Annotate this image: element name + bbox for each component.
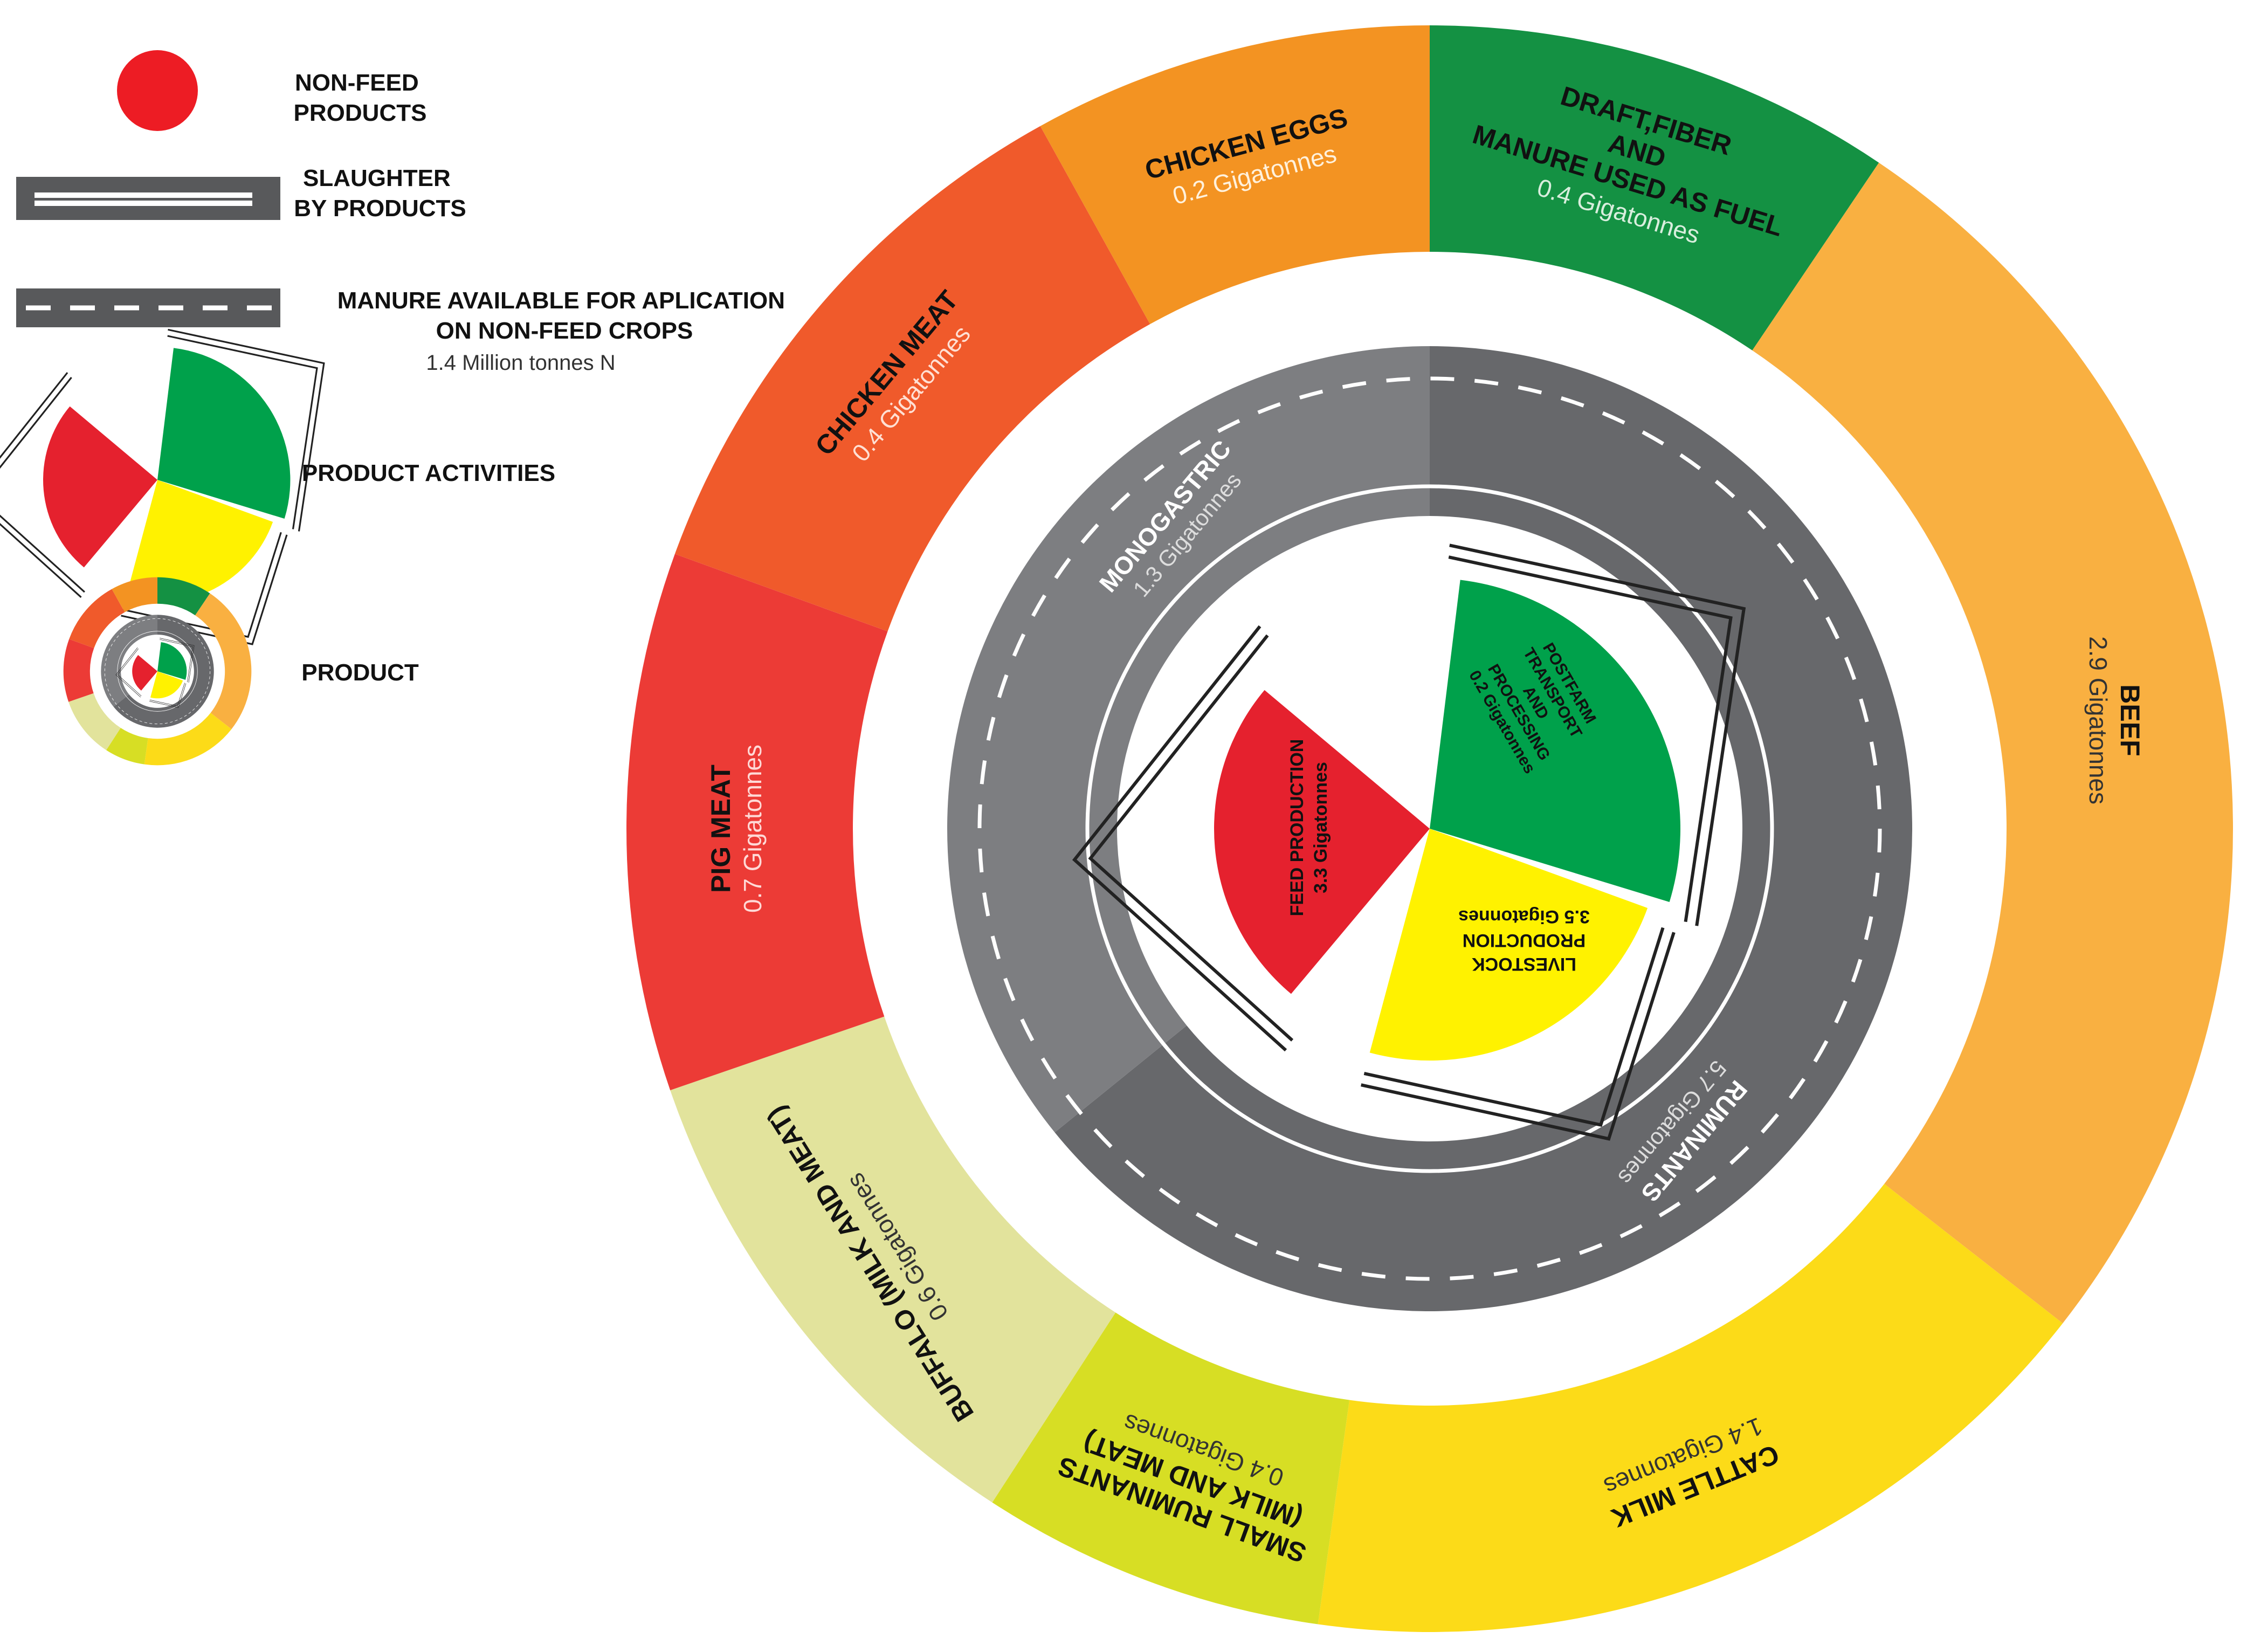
legend-label-manure: MANURE AVAILABLE FOR APLICATION ON NON-F… (337, 287, 791, 344)
legend: NON-FEED PRODUCTS SLAUGHTER BY PRODUCTS … (0, 50, 791, 766)
svg-text:BEEF2.9 Gigatonnes: BEEF2.9 Gigatonnes (2084, 636, 2145, 804)
segment-label-beef: BEEF2.9 Gigatonnes (2084, 636, 2145, 804)
postfarm-sector (157, 348, 291, 519)
segment-draft (1430, 25, 1879, 350)
livestock-production-label: LIVESTOCKPRODUCTION3.5 Gigatonnes (1458, 906, 1590, 974)
product-ring: DRAFT,FIBERANDMANURE USED AS FUEL0.4 Gig… (626, 25, 2233, 1632)
feed-production-sector (1214, 690, 1430, 994)
postfarm-slaughter-chevron (1448, 543, 1746, 926)
segment-chicken-meat (674, 126, 1150, 632)
postfarm-sector (1430, 580, 1680, 902)
segment-draft (157, 577, 210, 616)
slaughter-lane (117, 631, 198, 712)
feed-slaughter-chevron (0, 372, 85, 598)
segment-cattle-milk (1318, 1183, 2063, 1632)
manure-road-icon (16, 288, 280, 327)
postfarm-slaughter-chevron (160, 638, 195, 683)
ruminants-band (1054, 346, 1912, 1311)
feed-production-sector (43, 406, 157, 568)
livestock-production-sector (1369, 829, 1648, 1061)
segment-buffalo (68, 693, 121, 751)
manure-dashed-lane (104, 618, 211, 725)
postfarm-slaughter-chevron (167, 328, 325, 532)
livestock-production-sector (126, 480, 273, 603)
non-feed-products-dot-icon (117, 50, 198, 131)
feed-slaughter-chevron (115, 647, 142, 698)
segment-small-rum (106, 727, 148, 765)
product-activities-icon (0, 328, 325, 645)
svg-text:PIG MEAT0.7 Gigatonnes: PIG MEAT0.7 Gigatonnes (706, 745, 767, 913)
legend-label-activities: PRODUCT ACTIVITIES (302, 460, 555, 486)
segment-cattle-milk (144, 713, 232, 766)
legend-sub-manure: 1.4 Million tonnes N (426, 351, 615, 375)
feed-production-sector (132, 655, 157, 691)
ruminants-band (113, 615, 214, 728)
segment-small-rum (992, 1312, 1350, 1625)
segment-chicken-eggs (112, 577, 157, 612)
legend-label-slaughter: SLAUGHTER BY PRODUCTS (294, 165, 466, 222)
manure-dashed-lane (977, 376, 1882, 1281)
feed-slaughter-chevron (1072, 625, 1294, 1052)
legend-label-product: PRODUCT (301, 659, 419, 686)
product-ring-icon (63, 577, 252, 766)
slaughter-by-products-road-icon (16, 177, 280, 220)
slaughter-lane (1085, 484, 1774, 1173)
legend-label-non-feed: NON-FEED PRODUCTS (294, 70, 427, 126)
monogastric-band (947, 346, 1430, 1133)
segment-beef (1752, 162, 2233, 1324)
livestock-production-sector (150, 671, 183, 699)
segment-beef (195, 593, 252, 729)
segment-chicken-meat (69, 589, 125, 649)
livestock-slaughter-chevron (1361, 927, 1676, 1141)
segment-buffalo (670, 1016, 1116, 1503)
segment-chicken-eggs (1040, 25, 1430, 325)
monogastric-band (101, 615, 157, 707)
livestock-slaughter-chevron (149, 683, 187, 708)
postfarm-sector (157, 642, 187, 680)
segment-pig (63, 639, 94, 702)
segment-pig (626, 554, 888, 1091)
